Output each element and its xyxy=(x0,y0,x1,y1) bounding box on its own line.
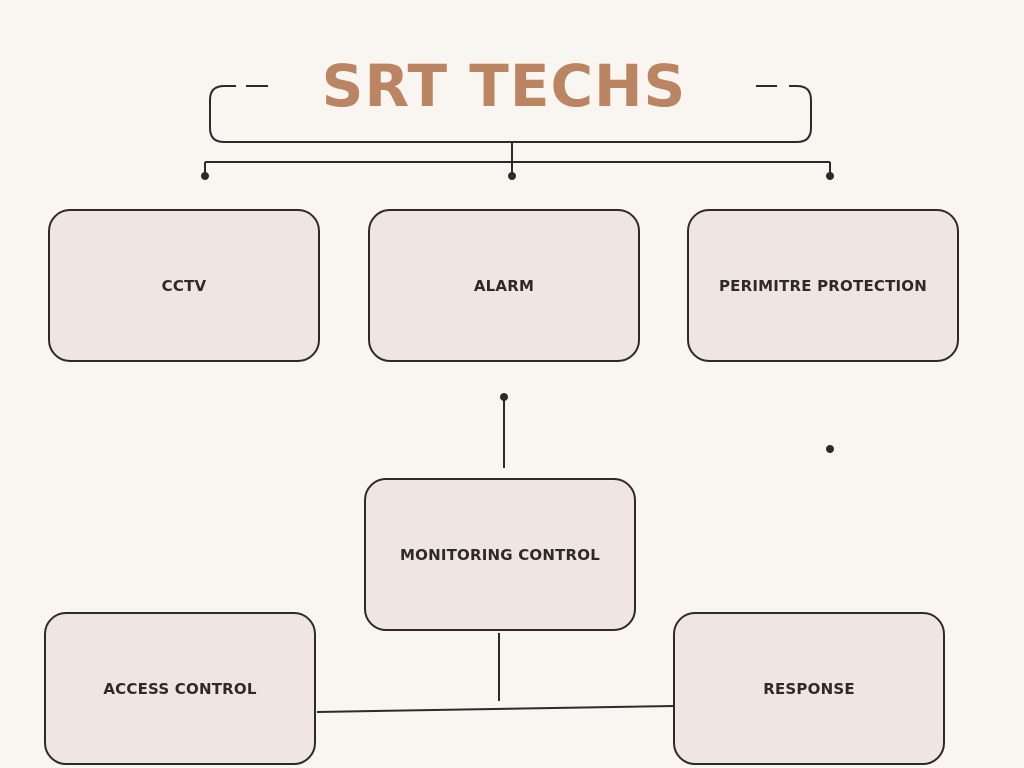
tree-dot-center xyxy=(508,172,516,180)
node-access-control-label: ACCESS CONTROL xyxy=(103,679,257,698)
tree-dot-right xyxy=(826,172,834,180)
node-response-label: RESPONSE xyxy=(763,679,855,698)
node-cctv: CCTV xyxy=(48,209,320,362)
title-bracket xyxy=(209,85,812,143)
node-alarm-label: ALARM xyxy=(473,276,535,295)
node-response: RESPONSE xyxy=(673,612,945,765)
tree-dot-left xyxy=(201,172,209,180)
node-monitoring-control-label: MONITORING CONTROL xyxy=(399,545,601,564)
node-monitoring-control: MONITORING CONTROL xyxy=(364,478,636,631)
stray-dot xyxy=(826,445,834,453)
connector-access-response xyxy=(316,705,675,713)
node-cctv-label: CCTV xyxy=(161,276,207,295)
node-access-control: ACCESS CONTROL xyxy=(44,612,316,765)
node-perimeter-protection: PERIMITRE PROTECTION xyxy=(687,209,959,362)
diagram-title: SRT TECHS xyxy=(321,52,687,120)
node-alarm: ALARM xyxy=(368,209,640,362)
node-perimeter-protection-label: PERIMITRE PROTECTION xyxy=(718,276,928,295)
